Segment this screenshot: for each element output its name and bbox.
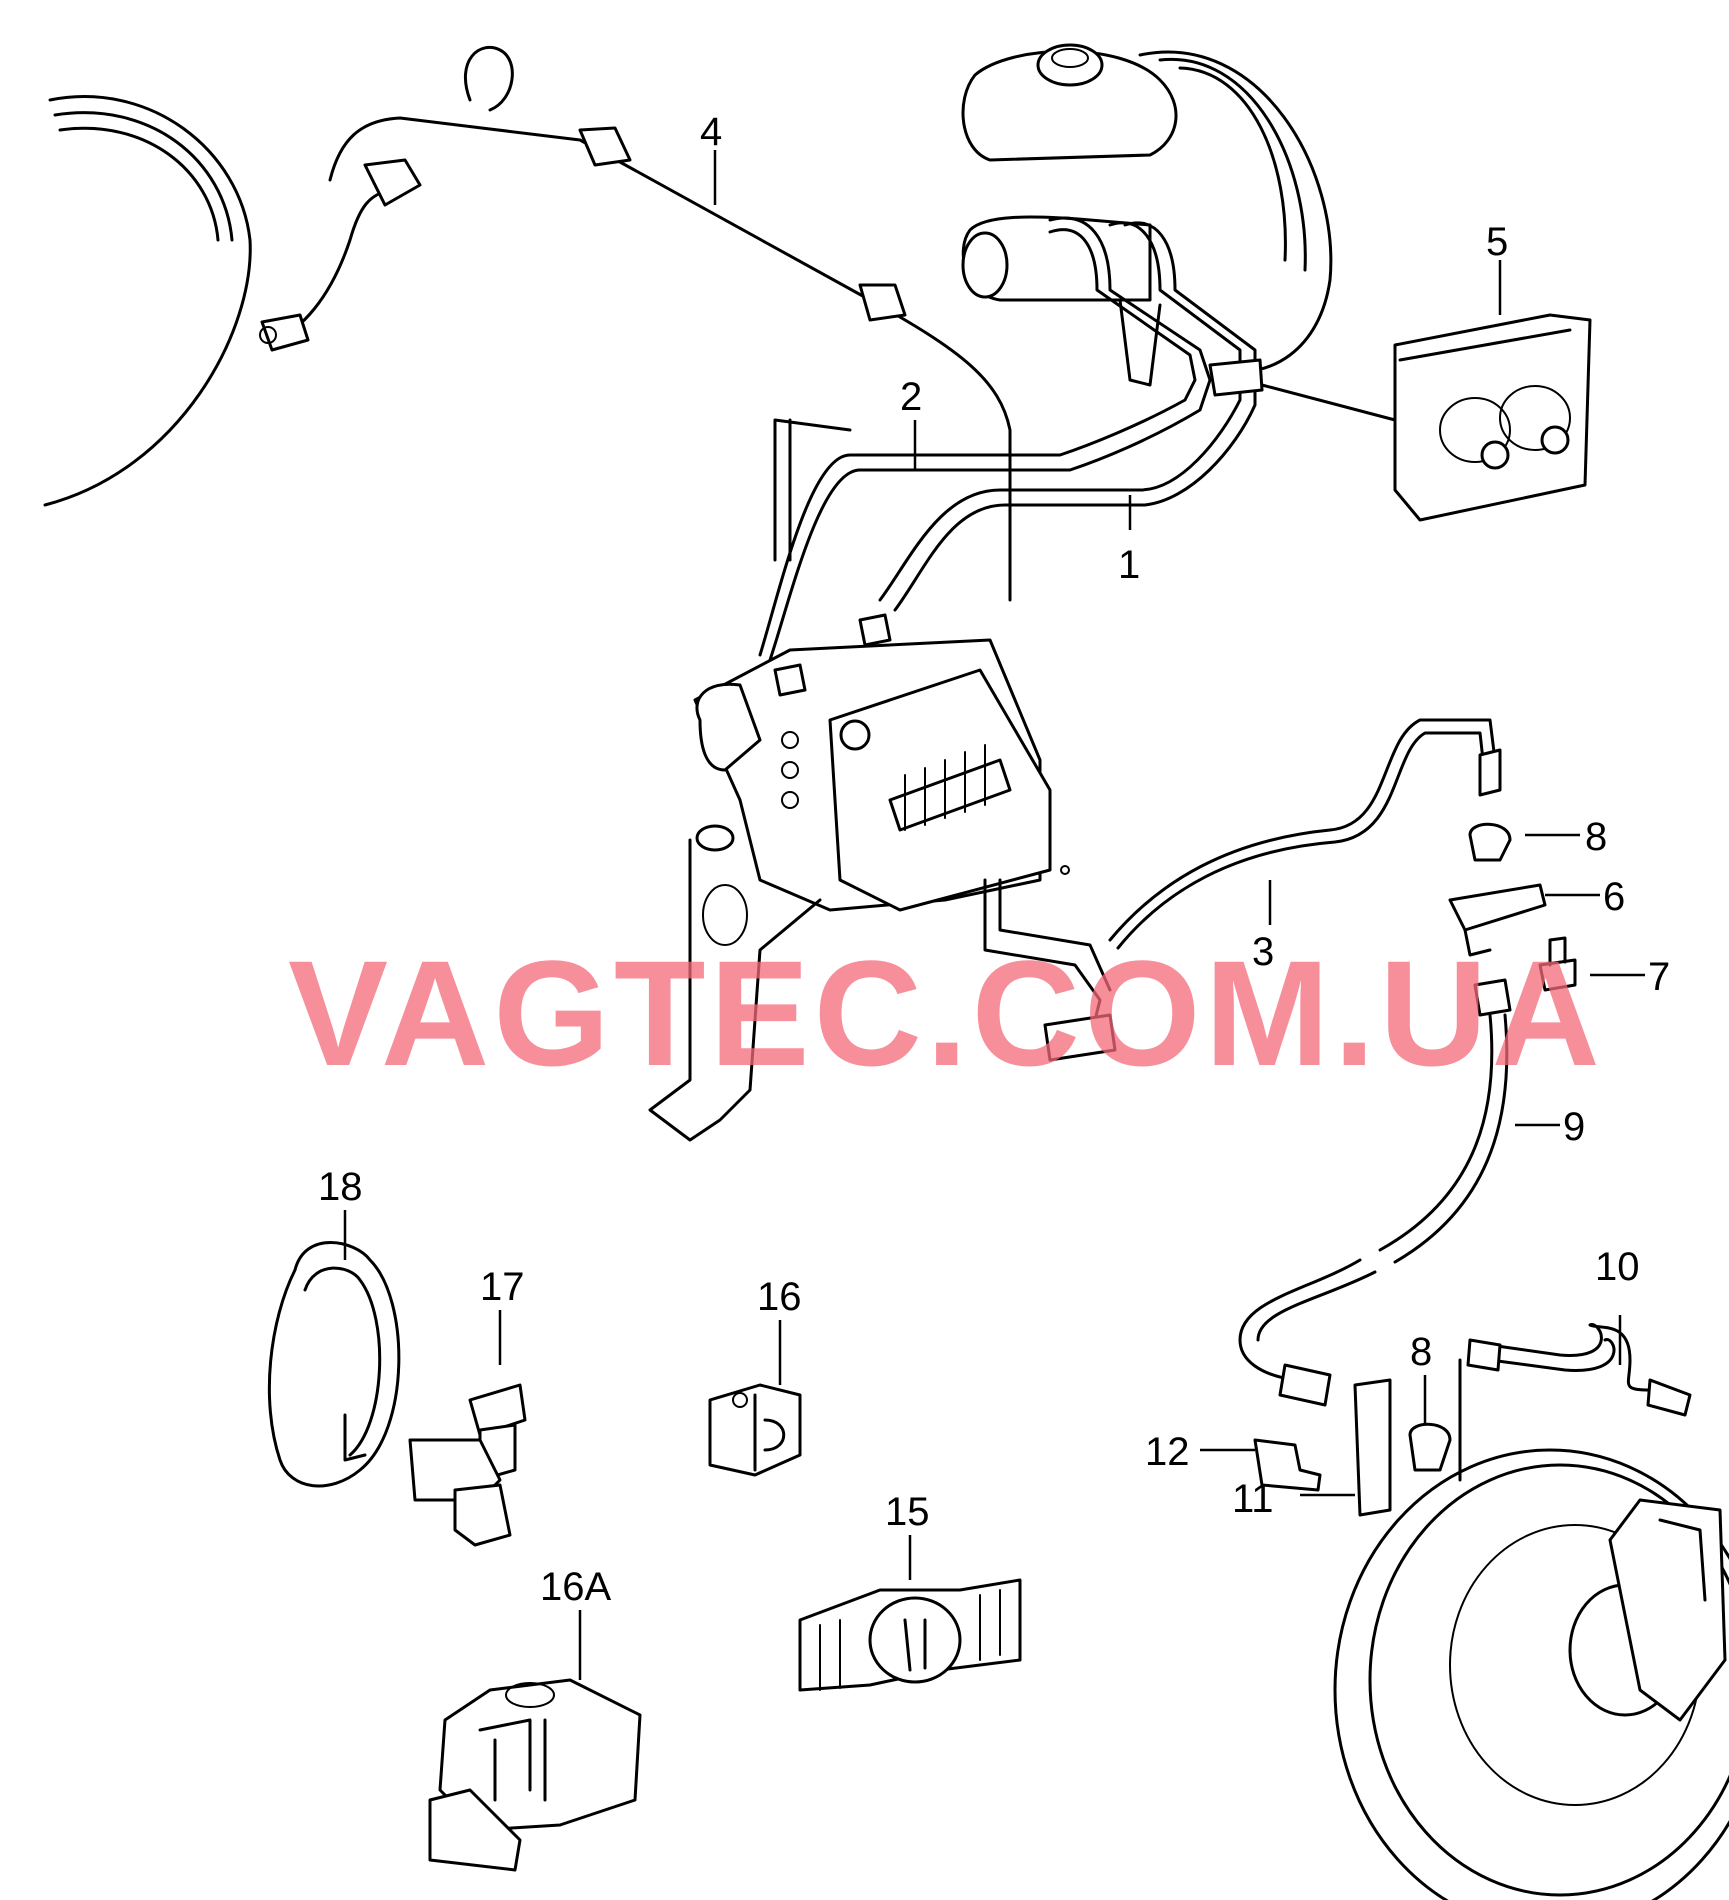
callout-16: 16 <box>757 1275 802 1319</box>
callout-12: 12 <box>1145 1430 1190 1474</box>
clip-16a <box>428 1678 642 1872</box>
callout-18: 18 <box>318 1165 363 1209</box>
callout-9: 9 <box>1563 1105 1585 1149</box>
brake-lines-1-2 <box>758 216 1397 662</box>
brake-line-4 <box>259 46 1012 602</box>
leader-lines <box>343 150 1645 1680</box>
brake-booster <box>961 43 1333 387</box>
callout-6: 6 <box>1603 875 1625 919</box>
hose-bracket-parts <box>1448 748 1577 1017</box>
callout-10: 10 <box>1595 1245 1640 1289</box>
callout-5: 5 <box>1486 220 1508 264</box>
callout-4: 4 <box>700 110 722 154</box>
abs-hydraulic-unit <box>648 418 1497 1142</box>
callout-8-upper: 8 <box>1585 815 1607 859</box>
callout-17: 17 <box>480 1265 525 1309</box>
brake-line-10 <box>1466 1323 1692 1417</box>
brake-hose-9 <box>1238 1013 1509 1407</box>
clip-17 <box>408 1383 527 1547</box>
left-wheel-outline <box>43 95 252 507</box>
callout-15: 15 <box>885 1490 930 1534</box>
callout-2: 2 <box>900 375 922 419</box>
abs-control-unit-5 <box>1393 313 1592 522</box>
watermark: VAGTEC.COM.UA <box>288 929 1604 1097</box>
callout-8-lower: 8 <box>1410 1330 1432 1374</box>
callout-3: 3 <box>1252 930 1274 974</box>
callout-16a: 16A <box>540 1565 611 1609</box>
clip-16 <box>708 1383 802 1477</box>
callout-7: 7 <box>1648 955 1670 999</box>
holder-15 <box>798 1578 1022 1692</box>
callout-labels: 1 2 3 4 5 6 7 8 8 9 10 11 12 15 16 16A 1… <box>318 110 1670 1609</box>
callout-11: 11 <box>1232 1477 1274 1521</box>
grommet-18 <box>267 1241 401 1488</box>
caliper-bracket-and-disc <box>1253 1358 1729 1900</box>
callout-1: 1 <box>1118 543 1140 587</box>
